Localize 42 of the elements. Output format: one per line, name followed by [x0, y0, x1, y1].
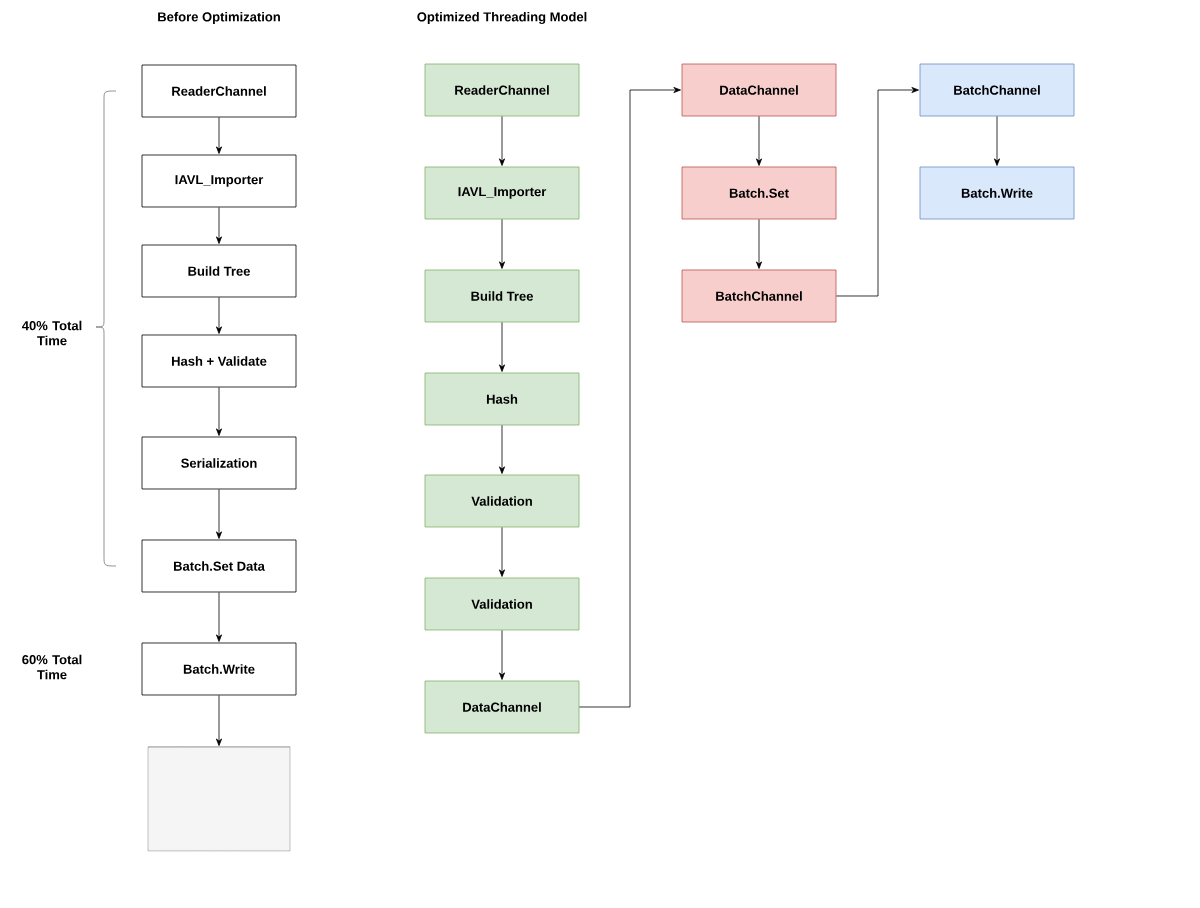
process-box: IAVL_Importer: [424, 166, 580, 220]
arrow: [216, 695, 222, 746]
process-box: Serialization: [141, 436, 297, 490]
time-share-label: 40% Total Time: [22, 320, 82, 346]
process-box: ReaderChannel: [141, 64, 297, 118]
panel-title: Optimized Threading Model: [417, 11, 587, 25]
arrow: [756, 116, 762, 166]
arrow: [499, 322, 505, 372]
process-box: BatchChannel: [681, 269, 837, 323]
arrow: [499, 630, 505, 680]
process-box: Batch.Set: [681, 166, 837, 220]
arrow: [499, 527, 505, 577]
database-cylinder: [147, 746, 291, 852]
process-box: Batch.Write: [141, 642, 297, 696]
arrow: [216, 489, 222, 539]
arrow: [499, 425, 505, 474]
arrow: [994, 116, 1000, 166]
arrow: [499, 116, 505, 166]
arrow: [216, 207, 222, 244]
arrow: [756, 219, 762, 269]
arrow: [836, 87, 919, 297]
arrow: [499, 219, 505, 269]
process-box: Hash: [424, 372, 580, 426]
process-box: BatchChannel: [919, 63, 1075, 117]
process-box: ReaderChannel: [424, 63, 580, 117]
process-box: Validation: [424, 474, 580, 528]
process-box: Build Tree: [141, 244, 297, 298]
arrow: [579, 87, 681, 708]
arrow: [216, 387, 222, 436]
process-box: Validation: [424, 577, 580, 631]
process-box: Batch.Write: [919, 166, 1075, 220]
process-box: DataChannel: [424, 680, 580, 734]
process-box: IAVL_Importer: [141, 154, 297, 208]
process-box: DataChannel: [681, 63, 837, 117]
arrow: [216, 117, 222, 154]
arrow: [216, 592, 222, 642]
time-share-label: 60% Total Time: [22, 654, 82, 680]
process-box: Build Tree: [424, 269, 580, 323]
process-box: Batch.Set Data: [141, 539, 297, 593]
panel-title: Before Optimization: [158, 11, 280, 25]
process-box: Hash + Validate: [141, 334, 297, 388]
arrow: [216, 297, 222, 334]
